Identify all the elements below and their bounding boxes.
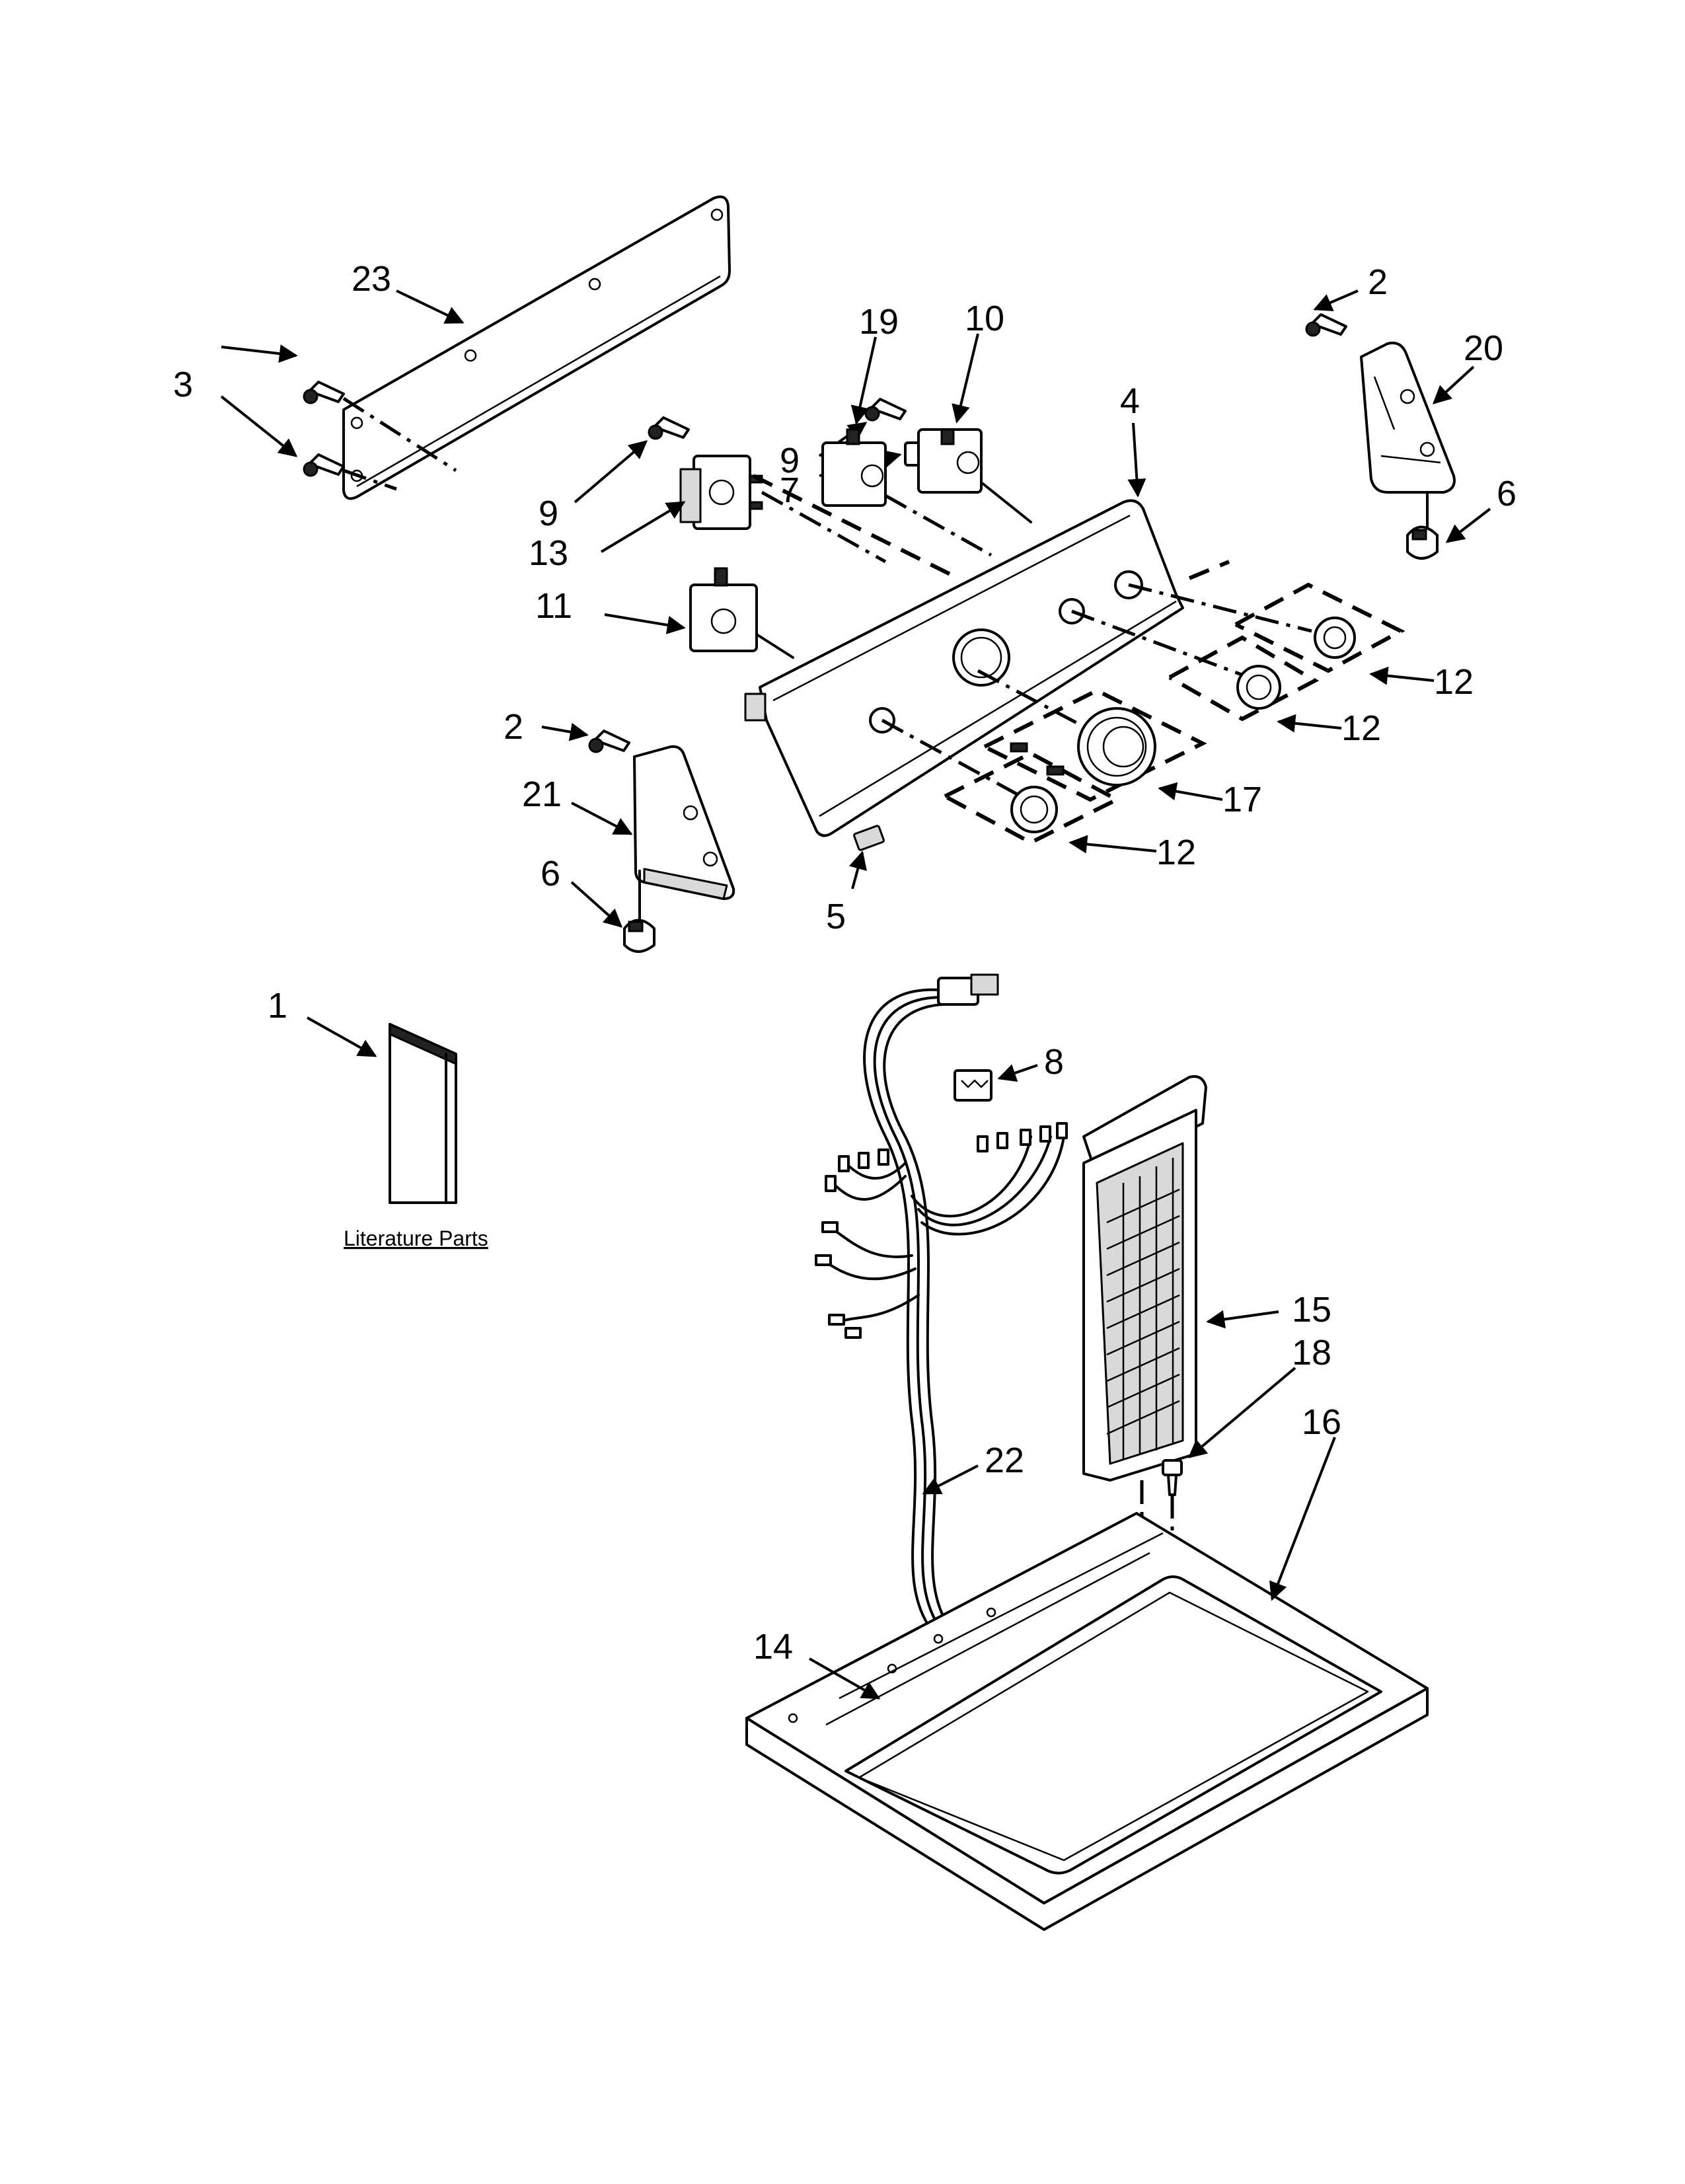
callout-2a: 2	[1368, 262, 1388, 302]
callout-12c: 12	[1156, 833, 1196, 872]
leader-15	[1206, 1310, 1279, 1329]
callout-13: 13	[529, 533, 568, 573]
end-cap-part-21	[633, 745, 735, 900]
switch-part-11	[689, 567, 758, 652]
callout-19: 19	[859, 302, 899, 342]
assembly-line	[342, 396, 457, 472]
leader-1	[307, 1016, 377, 1057]
knob-part-12-upper	[1188, 560, 1405, 673]
callout-7: 7	[780, 471, 800, 510]
leader-14	[809, 1657, 881, 1700]
knob-part-12-middle	[1168, 635, 1320, 722]
leader-10	[952, 333, 979, 424]
callout-1: 1	[268, 986, 287, 1026]
callout-18: 18	[1292, 1333, 1331, 1373]
screw-icon	[303, 381, 345, 477]
callout-11: 11	[535, 586, 572, 626]
leader-2b	[541, 722, 589, 741]
leader-8	[997, 1064, 1038, 1082]
leader-12a	[1369, 666, 1435, 685]
callout-2b: 2	[504, 707, 523, 747]
assembly-line	[343, 469, 397, 491]
screw-icon	[1305, 313, 1347, 337]
leader-12c	[1068, 835, 1157, 854]
literature-caption: Literature Parts	[344, 1226, 488, 1250]
switch-part-10	[917, 428, 983, 494]
leader-6b	[1445, 508, 1491, 543]
callout-8: 8	[1044, 1042, 1064, 1082]
clip-part-6-left	[623, 919, 655, 953]
callout-9b: 9	[780, 441, 800, 480]
callout-5: 5	[826, 897, 846, 936]
clip-part-5	[853, 825, 885, 851]
leader-6a	[570, 881, 623, 928]
wire-harness-part	[815, 973, 1068, 1640]
leader-19	[850, 336, 877, 425]
leader-20	[1432, 365, 1475, 404]
leader-12b	[1277, 714, 1342, 733]
callout-10: 10	[965, 299, 1004, 338]
switch-part-19	[821, 428, 887, 507]
leader-16	[1269, 1437, 1336, 1601]
leader-4	[1127, 422, 1146, 498]
leader-9a	[574, 440, 648, 504]
lid-part	[844, 1575, 1382, 1875]
screw-part-18	[1162, 1459, 1183, 1496]
callout-12a: 12	[1434, 662, 1474, 702]
screw-icon	[588, 730, 630, 753]
timer-switch-part	[679, 455, 763, 530]
clip-part-6-right	[1406, 525, 1439, 560]
leader-13	[600, 501, 686, 553]
callout-23: 23	[352, 259, 391, 299]
callout-15: 15	[1292, 1290, 1331, 1330]
leader-3a	[221, 344, 298, 363]
leader-18	[1187, 1367, 1296, 1458]
leader-3b	[220, 395, 298, 457]
callout-21: 21	[522, 774, 562, 814]
leader-23	[396, 289, 465, 324]
callout-20: 20	[1464, 328, 1503, 368]
callout-14: 14	[753, 1627, 793, 1667]
knob-part-12-lower	[944, 751, 1121, 845]
leader-11	[604, 613, 686, 634]
callout-17: 17	[1222, 780, 1262, 819]
end-cap-part-20	[1360, 342, 1456, 494]
leader-5	[848, 850, 867, 889]
leader-22	[922, 1464, 979, 1495]
callout-16: 16	[1302, 1402, 1341, 1442]
callout-4: 4	[1120, 381, 1140, 421]
knob-part-17	[983, 688, 1207, 802]
rear-panel-part	[342, 195, 731, 500]
lint-screen-part	[1082, 1075, 1207, 1482]
callout-9a: 9	[539, 494, 558, 533]
callout-6b: 6	[1497, 474, 1516, 513]
connector-part-8	[954, 1069, 992, 1102]
screw-icon	[648, 416, 690, 440]
callout-6a: 6	[541, 854, 560, 893]
callout-3: 3	[173, 365, 193, 404]
leader-2a	[1313, 289, 1359, 311]
literature-book-part	[389, 1022, 457, 1204]
screw-icon	[864, 398, 907, 422]
callout-22: 22	[985, 1441, 1024, 1480]
callout-12b: 12	[1341, 708, 1381, 748]
leader-17	[1158, 782, 1223, 801]
leader-21	[571, 802, 633, 835]
